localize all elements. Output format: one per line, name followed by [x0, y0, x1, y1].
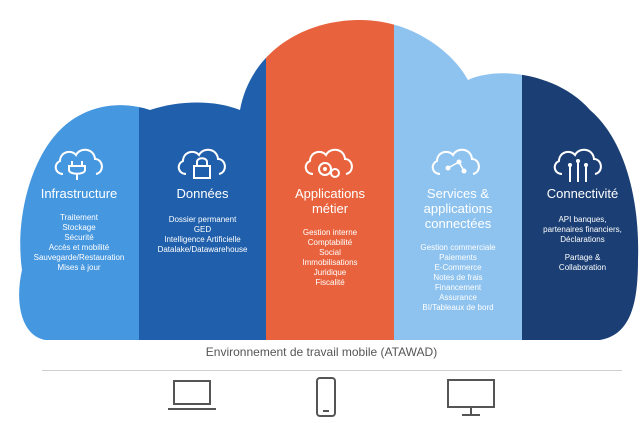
- column-title: Applications métier: [294, 186, 366, 216]
- column-infrastructure: Infrastructure Traitement Stockage Sécur…: [19, 186, 139, 273]
- list-item: Intelligence Artificielle: [164, 235, 241, 244]
- list-item: Notes de frais: [433, 273, 483, 282]
- desktop-monitor-icon: [447, 379, 495, 416]
- list-item: Collaboration: [558, 263, 607, 272]
- list-item: partenaires financiers,: [543, 225, 622, 234]
- list-item: Dossier permanent: [168, 215, 237, 224]
- cloud-share-icon: [431, 148, 480, 175]
- laptop-icon: [168, 380, 216, 410]
- column-items: Dossier permanent GED Intelligence Artif…: [139, 215, 266, 255]
- list-item: Gestion interne: [302, 228, 358, 237]
- list-item: Mises à jour: [57, 263, 101, 272]
- footer-label: Environnement de travail mobile (ATAWAD): [205, 345, 438, 359]
- list-item: Paiements: [439, 253, 477, 262]
- list-item: Stockage: [62, 223, 96, 232]
- list-item: Sauvegarde/Restauration: [33, 253, 125, 262]
- column-title: Services & applications connectées: [423, 186, 493, 231]
- list-item: Déclarations: [560, 235, 605, 244]
- column-band-services: [394, 20, 522, 340]
- column-band-applications: [266, 20, 394, 340]
- list-item: Immobilisations: [302, 258, 358, 267]
- column-donnees: Données Dossier permanent GED Intelligen…: [139, 186, 266, 255]
- column-items: API banques, partenaires financiers, Déc…: [522, 215, 643, 273]
- column-items: Gestion commerciale Paiements E-Commerce…: [394, 243, 522, 313]
- list-item: E-Commerce: [434, 263, 482, 272]
- list-item: Financement: [434, 283, 482, 292]
- list-item: Datalake/Datawarehouse: [157, 245, 248, 254]
- list-item: Assurance: [439, 293, 477, 302]
- list-item: API banques,: [558, 215, 607, 224]
- list-item: GED: [193, 225, 212, 234]
- column-title: Connectivité: [546, 186, 619, 201]
- column-services: Services & applications connectées Gesti…: [394, 186, 522, 313]
- list-item: Accès et mobilité: [48, 243, 110, 252]
- cloud-plug-icon: [54, 148, 103, 180]
- column-title: Infrastructure: [40, 186, 118, 201]
- list-item: Gestion commerciale: [420, 243, 496, 252]
- column-items: Gestion interne Comptabilité Social Immo…: [266, 228, 394, 288]
- list-item: Partage &: [564, 253, 601, 262]
- list-item: Sécurité: [64, 233, 94, 242]
- list-item: Comptabilité: [307, 238, 353, 247]
- list-spacer: [522, 245, 643, 253]
- column-title: Données: [176, 186, 229, 201]
- list-item: Traitement: [60, 213, 98, 222]
- smartphone-icon: [316, 377, 336, 417]
- cloud-gears-icon: [304, 148, 353, 178]
- cloud-lock-icon: [177, 148, 226, 179]
- list-item: Juridique: [313, 268, 347, 277]
- column-items: Traitement Stockage Sécurité Accès et mo…: [19, 213, 139, 273]
- column-connectivite: Connectivité API banques, partenaires fi…: [522, 186, 643, 273]
- cloud-network-icon: [553, 148, 602, 182]
- footer-divider: [42, 370, 622, 371]
- column-applications: Applications métier Gestion interne Comp…: [266, 186, 394, 288]
- list-item: Fiscalité: [315, 278, 345, 287]
- list-item: Social: [319, 248, 341, 257]
- list-item: BI/Tableaux de bord: [422, 303, 494, 312]
